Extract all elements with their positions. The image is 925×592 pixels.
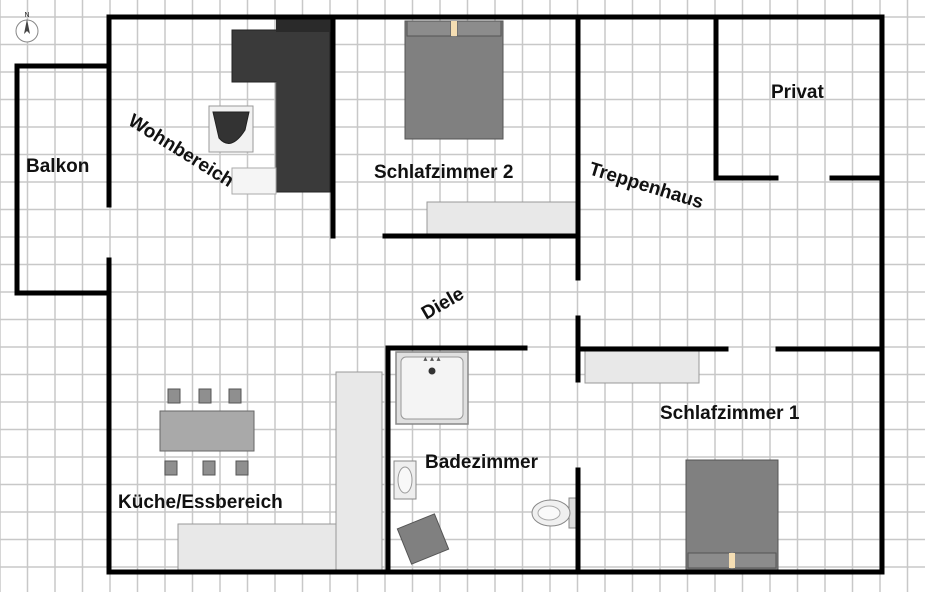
washing-machine xyxy=(396,513,450,565)
compass-letter: N xyxy=(24,11,29,19)
dining-chairs xyxy=(164,388,249,476)
compass-needle xyxy=(24,19,30,34)
chair xyxy=(228,388,242,404)
tub-taps-icon: ▴ ▴ ▴ xyxy=(423,354,440,363)
chair xyxy=(198,388,212,404)
room-label-badezimmer: Badezimmer xyxy=(425,452,539,473)
side-table xyxy=(231,167,277,195)
dining-table xyxy=(159,410,255,452)
drain xyxy=(428,367,436,375)
bathtub-inner xyxy=(400,356,464,420)
pillow xyxy=(456,20,502,37)
room-label-kueche: Küche/Essbereich xyxy=(118,492,283,513)
kitchen-counter-horizontal xyxy=(177,523,337,573)
compass-icon: N xyxy=(15,11,39,43)
bedside-light xyxy=(729,553,735,568)
room-labels: Balkon Wohnbereich Schlafzimmer 2 Treppe… xyxy=(26,82,824,513)
kitchen-counter-vertical xyxy=(335,371,383,573)
bed-schlafzimmer-2 xyxy=(404,20,504,140)
armchair xyxy=(212,111,250,144)
bed-schlafzimmer-1 xyxy=(685,459,779,571)
chair xyxy=(202,460,216,476)
room-label-privat: Privat xyxy=(771,82,824,103)
toilet-seat xyxy=(537,505,561,521)
room-label-diele: Diele xyxy=(418,283,468,324)
sofa-back xyxy=(276,18,332,32)
pillow xyxy=(733,552,777,569)
wardrobe-schlafzimmer-1 xyxy=(584,349,700,384)
walls xyxy=(14,14,885,575)
room-label-schlafzimmer-2: Schlafzimmer 2 xyxy=(374,162,513,183)
sink-basin xyxy=(397,466,413,494)
chair xyxy=(167,388,181,404)
bedside-light xyxy=(451,21,457,36)
pillow xyxy=(687,552,731,569)
chair xyxy=(164,460,178,476)
furniture: ▴ ▴ ▴ xyxy=(159,18,779,573)
pillow xyxy=(406,20,452,37)
dresser-schlafzimmer-2 xyxy=(426,201,577,236)
room-label-balkon: Balkon xyxy=(26,156,89,177)
room-label-schlafzimmer-1: Schlafzimmer 1 xyxy=(660,403,800,424)
chair xyxy=(235,460,249,476)
